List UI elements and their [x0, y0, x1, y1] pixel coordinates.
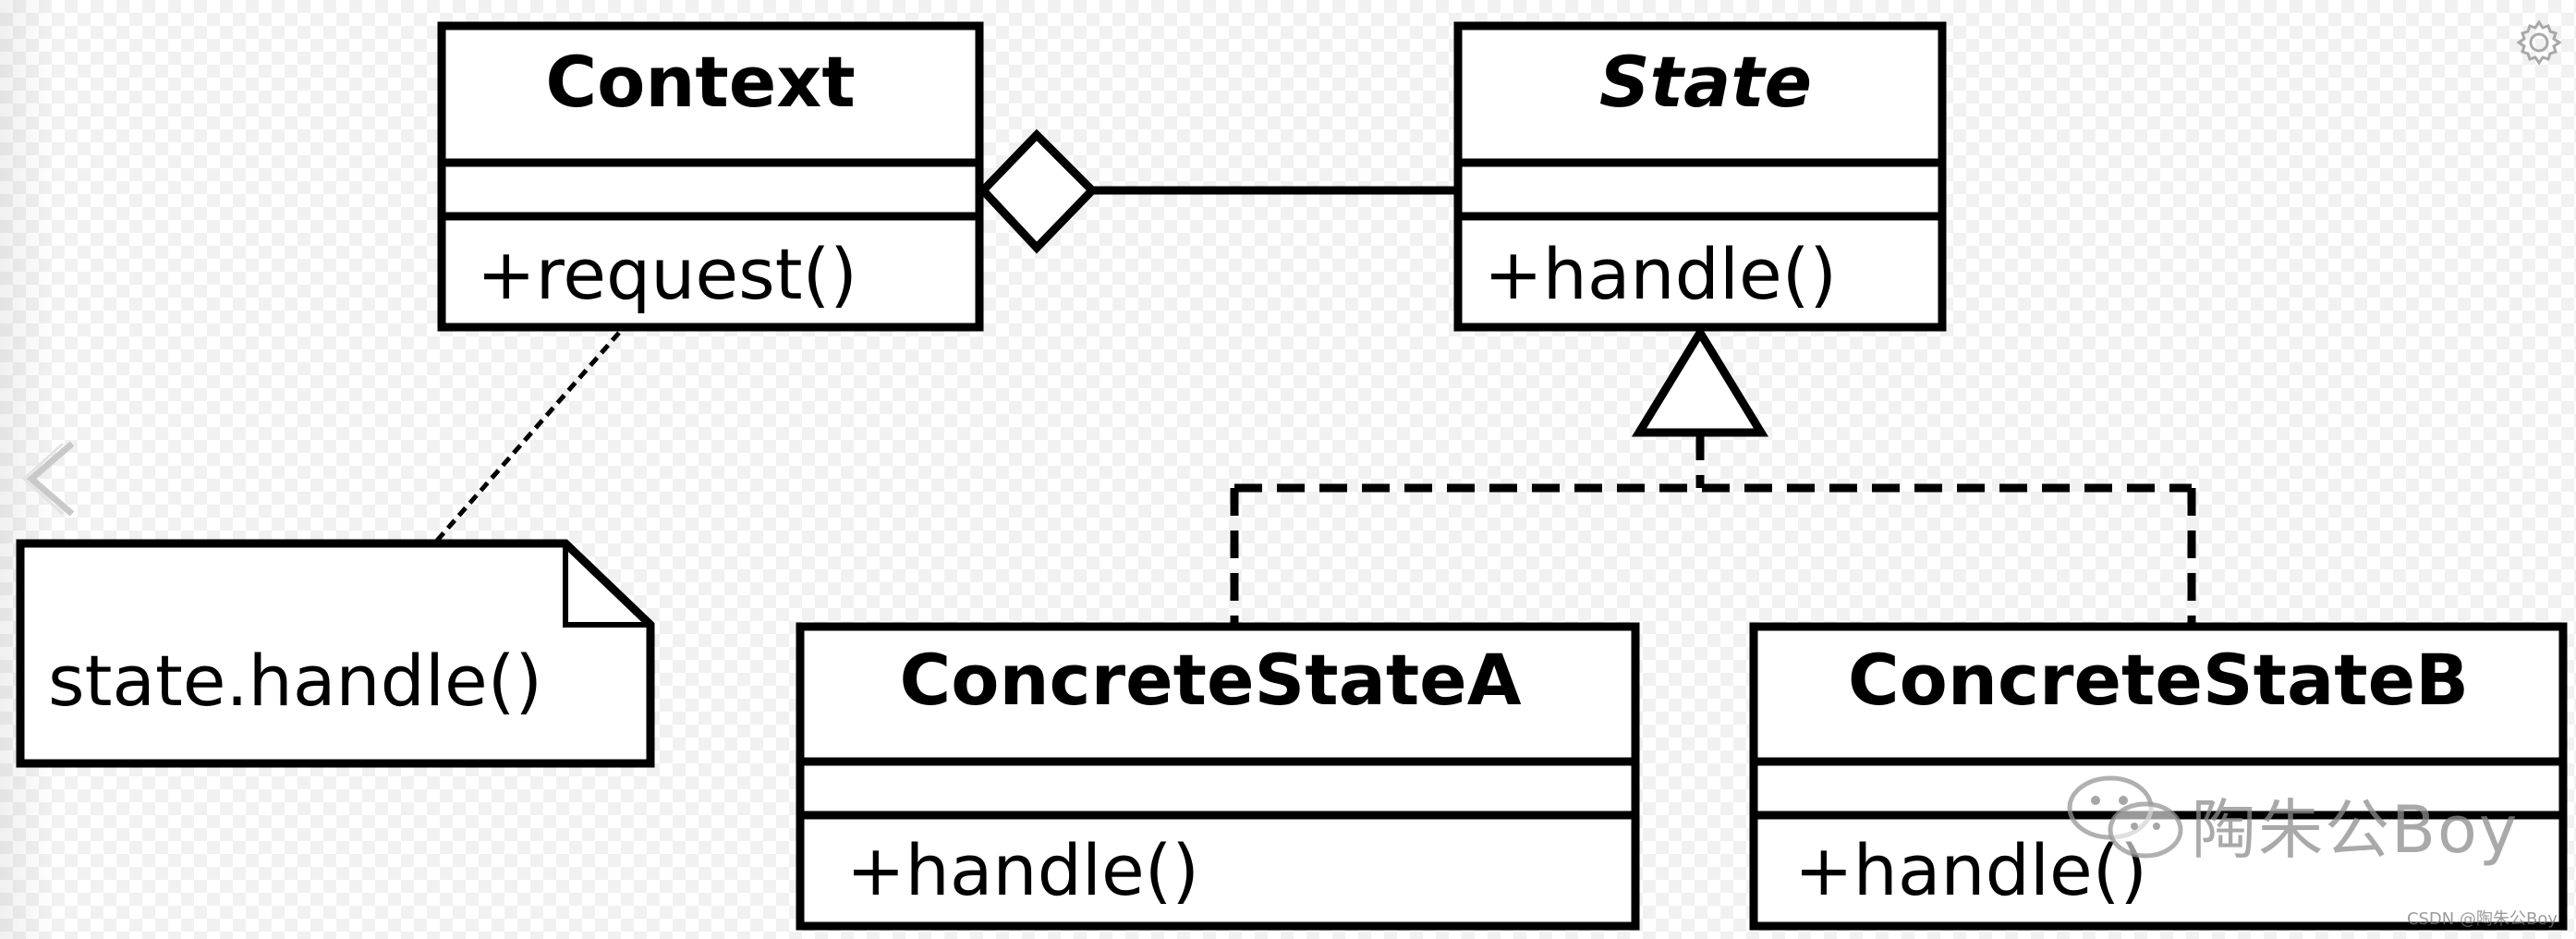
watermark-source: CSDN @陶朱公Boy [2406, 909, 2558, 929]
class-context-box [437, 21, 984, 332]
class-concrete-state-a-operation: +handle() [846, 829, 1199, 911]
class-concrete-state-b-box [1749, 622, 2568, 931]
realization-triangle [1631, 324, 1769, 437]
class-state: State +handle() [1453, 21, 1947, 332]
note-folded-corner [563, 543, 650, 628]
class-context-name: Context [545, 41, 855, 123]
previous-image-button[interactable] [18, 433, 83, 525]
watermark-author: 陶朱公Boy [2192, 792, 2520, 868]
gear-icon [2516, 19, 2562, 66]
aggregation-diamond [977, 128, 1099, 254]
class-concrete-state-b: ConcreteStateB +handle() [1749, 622, 2568, 931]
chevron-left-icon [21, 441, 75, 517]
class-concrete-state-b-name: ConcreteStateB [1848, 639, 2469, 721]
class-state-operation: +handle() [1484, 233, 1837, 315]
aggregation-context-state [977, 128, 1458, 254]
settings-button[interactable] [2513, 17, 2565, 68]
class-concrete-state-a: ConcreteStateA +handle() [796, 622, 1640, 931]
note: state.handle() [16, 331, 655, 768]
note-text: state.handle() [48, 640, 542, 722]
class-concrete-state-b-operation: +handle() [1794, 829, 2147, 911]
class-context-operation: +request() [477, 233, 857, 315]
realization-arrows [1230, 324, 2196, 625]
wechat-icon [2067, 775, 2183, 859]
class-concrete-state-a-name: ConcreteStateA [899, 639, 1521, 721]
class-context: Context +request() [437, 21, 984, 332]
note-anchor-line [434, 331, 621, 543]
class-state-name: State [1599, 41, 1812, 123]
note-box [16, 539, 655, 768]
class-concrete-state-a-box [796, 622, 1640, 931]
